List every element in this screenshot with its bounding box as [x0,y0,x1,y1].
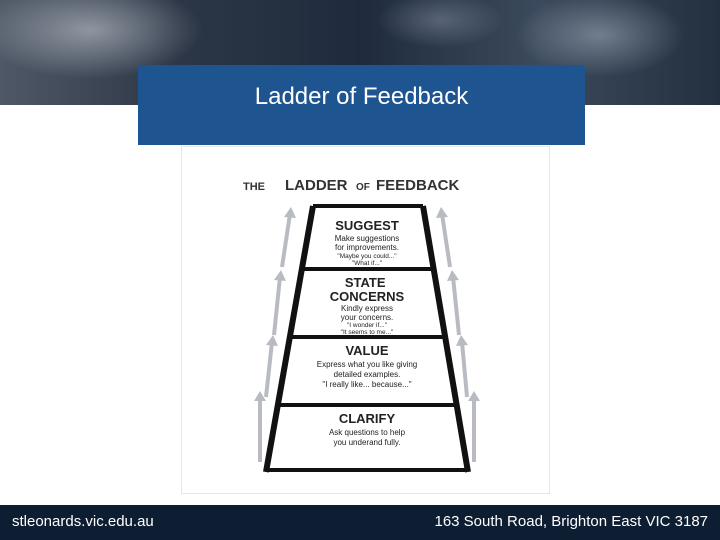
ladder-svg: THE LADDER OF FEEDBACK [243,177,480,473]
slide-title: Ladder of Feedback [254,83,469,110]
rung-text: you underand fully. [333,438,400,447]
left-arrows [254,207,296,462]
rung-text: "What if..." [352,260,383,267]
rung-title-line: STATE [345,275,386,290]
rung-title: CLARIFY [339,411,396,426]
rung-text: Express what you like giving [317,360,418,369]
title-box: Ladder of Feedback [138,65,585,145]
heading-ladder: LADDER [285,177,348,194]
heading-the: THE [243,181,265,193]
footer-address: 163 South Road, Brighton East VIC 3187 [434,513,708,530]
rung-text: your concerns. [341,313,393,322]
rung-value: VALUE Express what you like giving detai… [317,343,418,389]
rung-text: "I wonder if..." [347,322,388,329]
ladder-rungs [266,204,468,472]
rung-text: "I really like... because..." [322,380,411,389]
rung-text: Make suggestions [335,234,399,243]
rung-text: Kindly express [341,304,393,313]
footer-website: stleonards.vic.edu.au [12,513,154,530]
rung-text: for improvements. [335,243,399,252]
rung-state-concerns: STATE CONCERNS Kindly express your conce… [330,275,405,336]
rung-title: STATE CONCERNS [330,275,405,304]
rung-text: detailed examples. [334,370,401,379]
right-arrows [436,207,480,462]
rung-clarify: CLARIFY Ask questions to help you undera… [329,411,406,447]
rung-suggest: SUGGEST Make suggestions for improvement… [335,218,399,267]
rung-title-line: CONCERNS [330,289,405,304]
rung-title: SUGGEST [335,218,399,233]
heading-of: OF [356,182,370,193]
header-banner-image [0,0,720,105]
rung-text: "It seems to me..." [341,329,394,336]
ladder-diagram: THE LADDER OF FEEDBACK [181,146,550,494]
rung-text: Ask questions to help [329,428,406,437]
footer-bar: stleonards.vic.edu.au 163 South Road, Br… [0,505,720,540]
rung-text: "Maybe you could..." [337,253,397,260]
heading-feedback: FEEDBACK [376,177,460,194]
rung-title: VALUE [345,343,388,358]
